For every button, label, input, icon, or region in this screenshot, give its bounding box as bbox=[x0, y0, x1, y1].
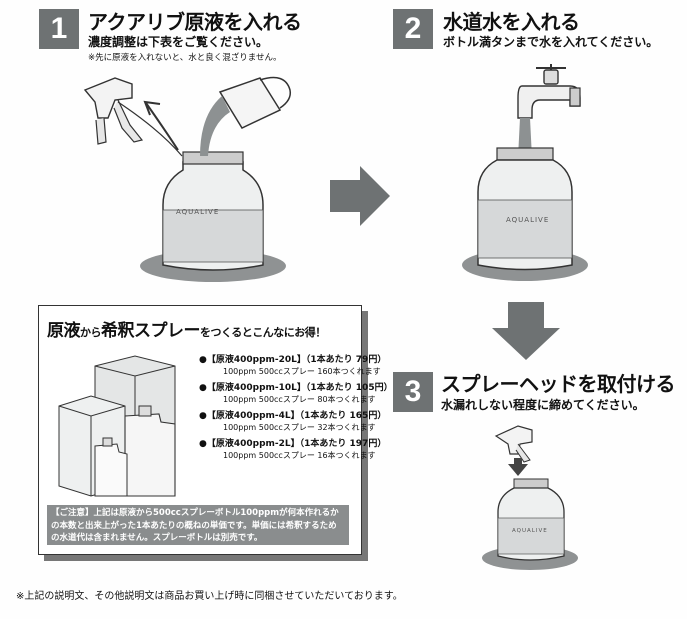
step-3-bottle-label: AQUALIVE bbox=[512, 528, 548, 534]
price-item: ●【原液400ppm-10L】（1本あたり 105円） 100ppm 500cc… bbox=[199, 383, 393, 404]
step-3-illustration bbox=[482, 425, 578, 570]
step-1-title: アクアリブ原液を入れる bbox=[88, 10, 302, 34]
arrow-right-icon bbox=[330, 166, 390, 226]
caution-note: 【ご注意】上記は原液から500ccスプレーボトル100ppmが何本作れるかの本数… bbox=[47, 505, 349, 545]
step-3-number: 3 bbox=[393, 372, 433, 412]
step-2-bottle-label: AQUALIVE bbox=[506, 216, 550, 224]
step-1-number: 1 bbox=[39, 9, 79, 49]
step-2-illustration bbox=[462, 64, 588, 281]
step-2-number: 2 bbox=[393, 9, 433, 49]
step-2-subtitle: ボトル満タンまで水を入れてください。 bbox=[443, 35, 659, 49]
containers-illustration bbox=[58, 355, 176, 497]
step-1-note: ※先に原液を入れないと、水と良く混ざりません。 bbox=[88, 53, 282, 63]
price-item: ●【原液400ppm-20L】（1本あたり 79円） 100ppm 500ccス… bbox=[199, 355, 387, 376]
promo-title: 原液から希釈スプレーをつくるとこんなにお得！ bbox=[47, 321, 326, 341]
arrow-down-icon bbox=[492, 302, 560, 360]
price-item: ●【原液400ppm-2L】（1本あたり 197円） 100ppm 500ccス… bbox=[199, 439, 387, 460]
promo-box: 原液から希釈スプレーをつくるとこんなにお得！ ●【原液400ppm-20L】（1… bbox=[38, 305, 393, 555]
step-1-illustration bbox=[83, 76, 292, 282]
footer-note: ※上記の説明文、その他説明文は商品お買い上げ時に同梱させていただいております。 bbox=[16, 591, 403, 602]
step-3-subtitle: 水漏れしない程度に締めてください。 bbox=[441, 398, 645, 412]
step-2-title: 水道水を入れる bbox=[443, 10, 580, 34]
price-item: ●【原液400ppm-4L】（1本あたり 165円） 100ppm 500ccス… bbox=[199, 411, 387, 432]
step-1-subtitle: 濃度調整は下表をご覧ください。 bbox=[88, 35, 269, 49]
step-1-bottle-label: AQUALIVE bbox=[176, 208, 220, 216]
step-3-title: スプレーヘッドを取付ける bbox=[441, 372, 676, 396]
